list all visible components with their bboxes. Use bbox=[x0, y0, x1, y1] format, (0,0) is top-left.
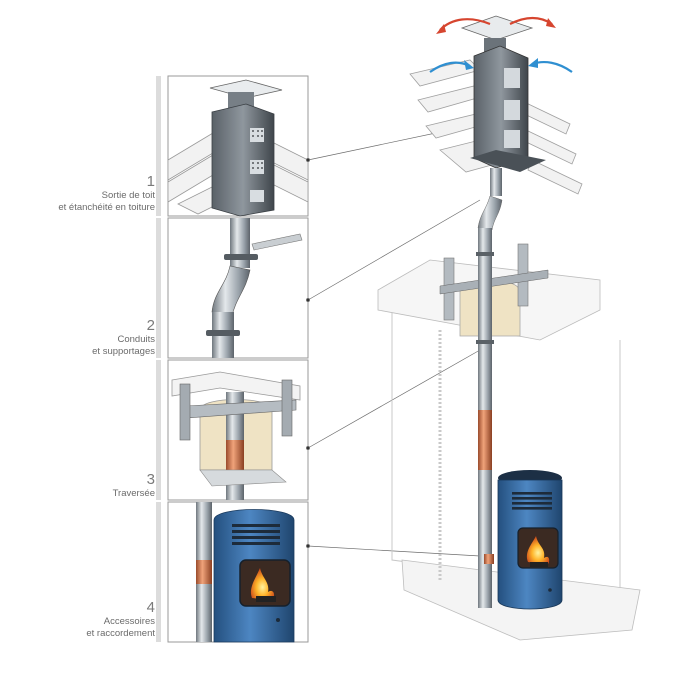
step-4-line2: et raccordement bbox=[86, 628, 155, 639]
step-3-number: 3 bbox=[146, 471, 155, 488]
step-3-line1: Traversée bbox=[112, 488, 155, 499]
step-4-line1: Accessoires bbox=[103, 616, 155, 627]
roof-cap-icon bbox=[460, 15, 534, 41]
step-2-line1: Conduits bbox=[117, 334, 156, 345]
leader-lines bbox=[306, 129, 481, 557]
stove-icon bbox=[497, 470, 563, 610]
step-4-number: 4 bbox=[146, 599, 155, 616]
flame-icon bbox=[250, 568, 275, 600]
step-1-label: 1 Sortie de toit et étanchéité en toitur… bbox=[58, 174, 155, 214]
step-2-line2: et supportages bbox=[92, 346, 155, 357]
step-2-number: 2 bbox=[146, 317, 155, 334]
step-2-label: 2 Conduits et supportages bbox=[92, 318, 155, 358]
main-illustration bbox=[377, 15, 641, 641]
airflow-arrow-icon bbox=[429, 16, 573, 73]
panel-conduits bbox=[167, 217, 309, 359]
step-4-label: 4 Accessoires et raccordement bbox=[86, 600, 155, 640]
step-1-number: 1 bbox=[146, 173, 155, 190]
step-1-line1: Sortie de toit bbox=[101, 190, 155, 201]
panel-roof-exit bbox=[167, 75, 309, 217]
step-3-label: 3 Traversée bbox=[113, 472, 155, 500]
panel-crossing bbox=[167, 359, 309, 501]
detail-panels bbox=[156, 75, 309, 643]
panel-accessories bbox=[167, 501, 309, 643]
step-1-line2: et étanchéité en toiture bbox=[58, 202, 155, 213]
